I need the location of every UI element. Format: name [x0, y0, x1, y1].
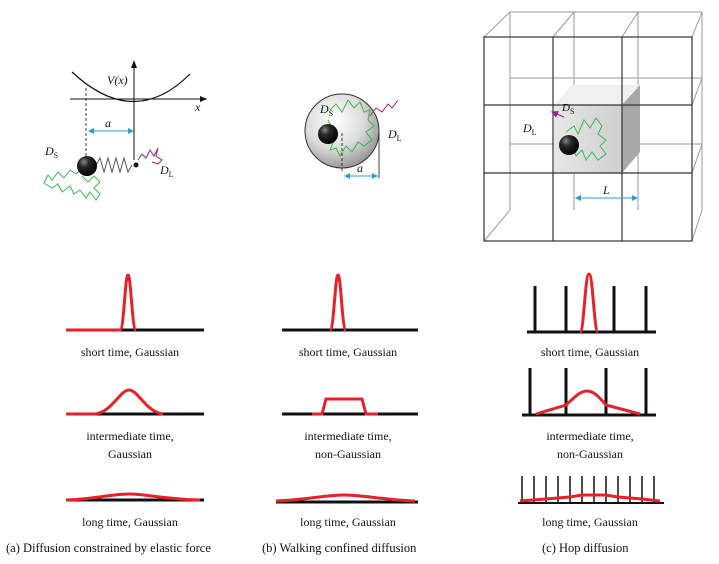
cube-top-face	[554, 85, 640, 105]
panel-c-caption: (c) Hop diffusion	[542, 541, 629, 555]
panel-b-profile-long-label: long time, Gaussian	[258, 513, 438, 531]
panel-c-profiles	[518, 272, 664, 504]
panel-a-profile-intermediate-label: intermediate time, Gaussian	[40, 427, 220, 463]
label-line: long time, Gaussian	[300, 515, 396, 529]
particle-ball	[559, 135, 579, 155]
short-diffusion-label: DS	[319, 102, 333, 118]
label-line: short time, Gaussian	[298, 345, 398, 359]
long-diffusion-label: DL	[387, 127, 402, 143]
profile-long	[65, 492, 201, 502]
long-diffusion-label: DL	[522, 121, 537, 137]
profile-short	[328, 273, 348, 332]
particle-ball	[77, 156, 97, 176]
barriers-intermediate	[528, 368, 648, 415]
panel-b-schematic: a DS DL	[304, 93, 402, 179]
profile-long	[275, 493, 416, 503]
hop-walk	[563, 117, 607, 162]
front-grid	[483, 36, 693, 242]
label-line: intermediate time,	[304, 429, 392, 443]
label-line: short time, Gaussian	[80, 345, 180, 359]
short-range-walk	[43, 167, 101, 201]
panel-b-profiles	[275, 273, 418, 504]
label-line: intermediate time,	[546, 429, 634, 443]
panel-c-profile-intermediate-label: intermediate time, non-Gaussian	[500, 427, 680, 463]
profile-long	[519, 493, 661, 503]
anchor-point	[133, 162, 139, 168]
panel-b-profile-intermediate-label: intermediate time, non-Gaussian	[258, 427, 438, 463]
panel-c-schematic: L DS DL	[483, 11, 703, 242]
profile-intermediate	[535, 389, 641, 416]
profile-short	[66, 273, 138, 332]
potential-axis-arrowhead	[131, 60, 137, 68]
particle-ball	[318, 124, 338, 144]
label-line: long time, Gaussian	[542, 515, 638, 529]
long-range-walk	[369, 99, 399, 117]
potential-label: V(x)	[107, 73, 128, 87]
panel-c-profile-long-label: long time, Gaussian	[500, 513, 680, 531]
compartment-label: L	[602, 183, 610, 197]
profile-short	[578, 272, 600, 334]
label-line: non-Gaussian	[315, 447, 381, 461]
potential-well-curve	[71, 71, 191, 103]
long-range-arrow	[550, 110, 565, 118]
panel-a-profiles	[65, 273, 204, 502]
label-line: Gaussian	[108, 447, 152, 461]
panel-a-caption: (a) Diffusion constrained by elastic for…	[6, 541, 211, 555]
long-diffusion-label: DL	[159, 163, 174, 179]
panel-b-profile-short-label: short time, Gaussian	[258, 343, 438, 361]
label-line: intermediate time,	[86, 429, 174, 443]
label-line: short time, Gaussian	[540, 345, 640, 359]
x-axis-label: x	[194, 100, 201, 114]
panel-a-profile-short-label: short time, Gaussian	[40, 343, 220, 361]
x-axis-arrowhead	[200, 96, 207, 102]
confined-walk	[325, 99, 375, 158]
label-line: long time, Gaussian	[82, 515, 178, 529]
label-line: non-Gaussian	[557, 447, 623, 461]
cube-side-face	[622, 85, 640, 173]
short-diffusion-label: DS	[561, 102, 574, 116]
profile-intermediate	[66, 388, 164, 416]
panel-a-profile-long-label: long time, Gaussian	[40, 513, 220, 531]
long-range-walk	[137, 147, 163, 165]
back-grid	[483, 11, 703, 242]
panel-c-profile-short-label: short time, Gaussian	[500, 343, 680, 361]
distance-label: a	[105, 116, 111, 130]
panel-b-caption: (b) Walking confined diffusion	[262, 541, 417, 555]
profile-intermediate	[312, 397, 378, 416]
barriers-short	[533, 286, 648, 332]
panel-a-schematic: a V(x) x DS DL	[43, 60, 207, 201]
spring	[95, 156, 133, 174]
distance-label: a	[357, 161, 363, 175]
short-diffusion-label: DS	[44, 144, 58, 160]
